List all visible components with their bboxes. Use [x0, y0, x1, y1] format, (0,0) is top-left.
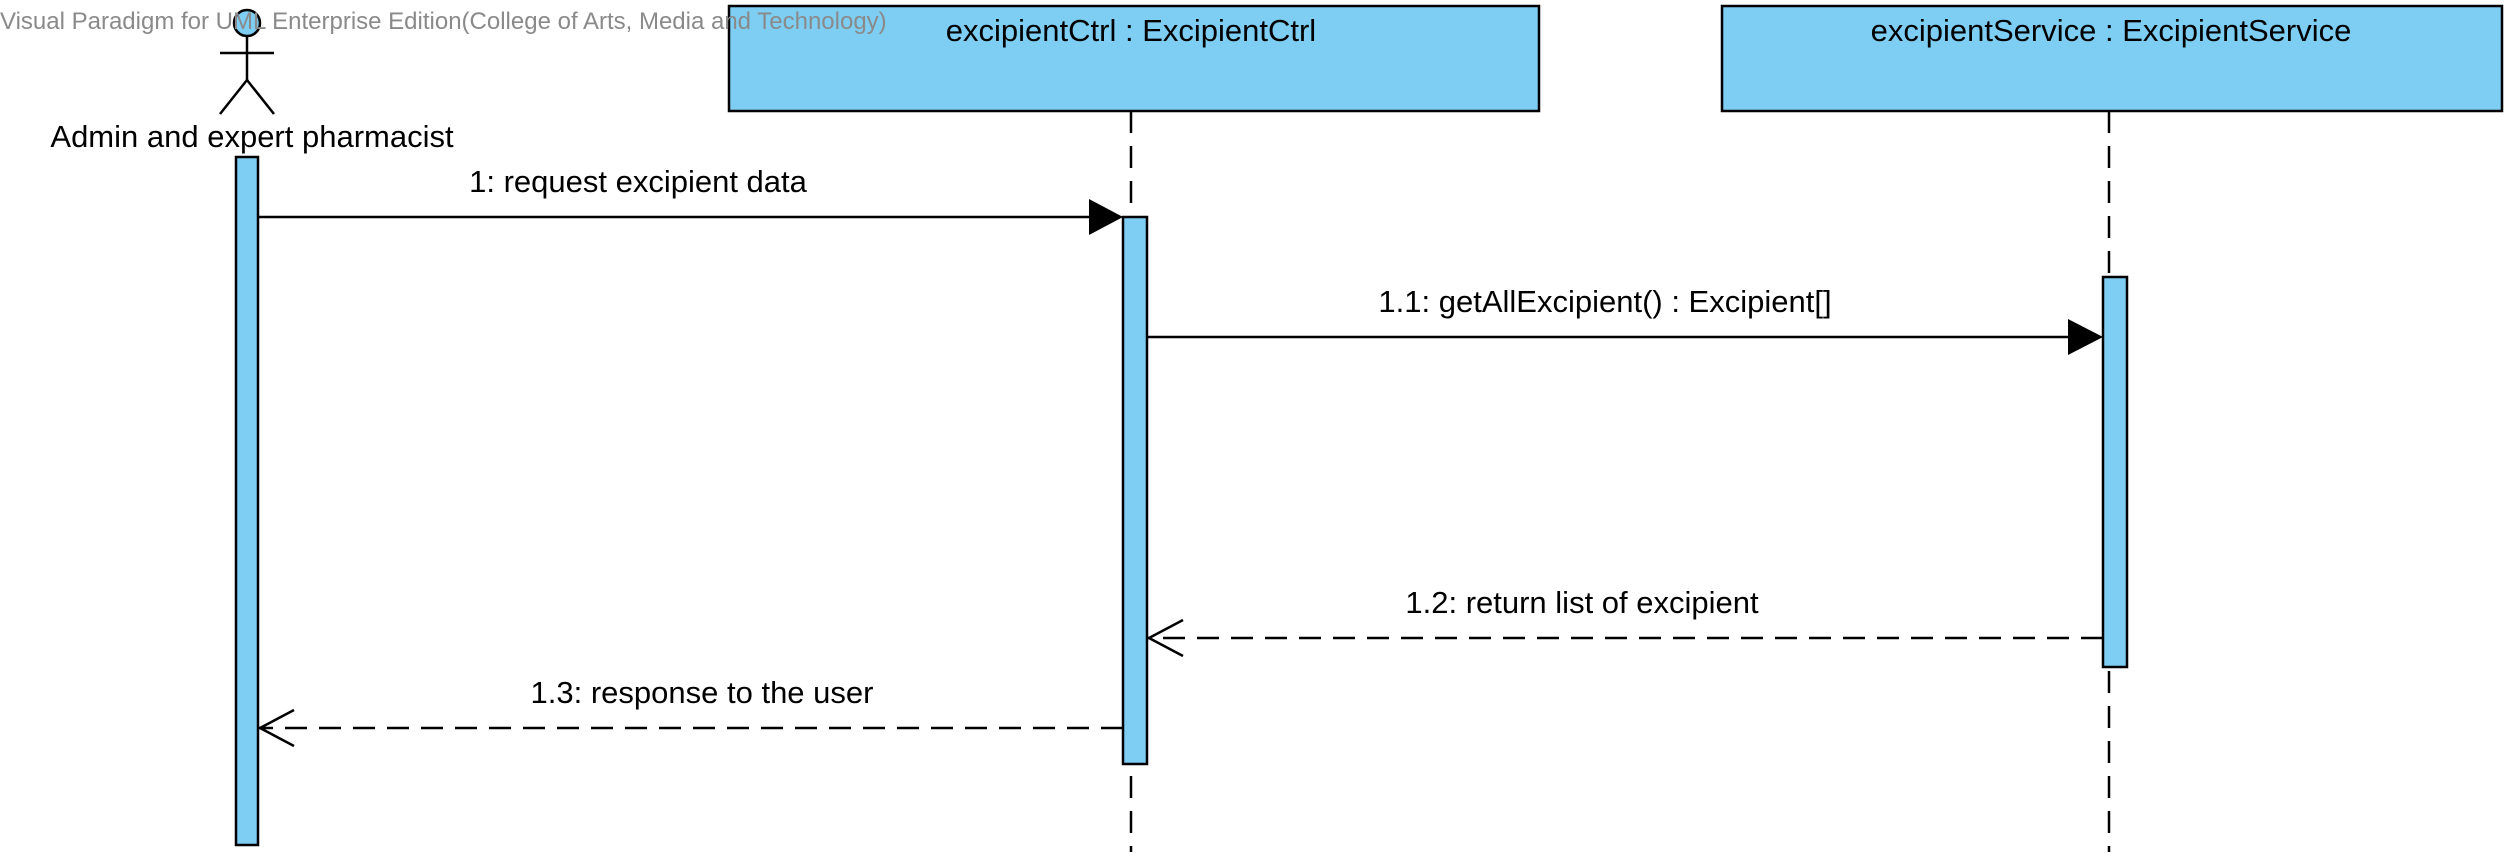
message-1-2[interactable]: 1.2: return list of excipient [1146, 585, 2103, 658]
message-1-3-label: 1.3: response to the user [531, 675, 874, 710]
message-1-arrowhead-icon [1089, 199, 1123, 235]
message-1-3-arrowhead-icon [257, 708, 295, 748]
message-1-2-label: 1.2: return list of excipient [1405, 585, 1759, 620]
message-1-2-arrowhead-icon [1146, 618, 1184, 658]
lifeline-ctrl-box[interactable] [727, 4, 1541, 113]
actor-name: Admin and expert pharmacist [50, 119, 454, 154]
message-1-label: 1: request excipient data [469, 164, 808, 199]
message-1[interactable]: 1: request excipient data [258, 164, 1123, 235]
lifeline-service-label: excipientService : ExcipientService [1871, 13, 2352, 48]
actor-leg-left [219, 79, 248, 115]
message-1-1[interactable]: 1.1: getAllExcipient() : Excipient[] [1147, 284, 2103, 355]
activation-ctrl [1121, 215, 1149, 766]
actor-leg-right [246, 79, 275, 115]
lifeline-ctrl-label: excipientCtrl : ExcipientCtrl [946, 13, 1316, 48]
watermark-text: Visual Paradigm for UML Enterprise Editi… [0, 8, 887, 35]
lifeline-service-box[interactable] [1720, 4, 2504, 113]
lifeline-ctrl[interactable]: excipientCtrl : ExcipientCtrl [727, 4, 1541, 113]
activation-actor [234, 155, 260, 847]
lifeline-service[interactable]: excipientService : ExcipientService [1720, 4, 2504, 113]
message-1-3[interactable]: 1.3: response to the user [257, 675, 1123, 748]
message-1-1-label: 1.1: getAllExcipient() : Excipient[] [1378, 284, 1831, 319]
message-1-1-arrowhead-icon [2068, 319, 2103, 355]
activation-service [2101, 275, 2129, 669]
actor-stick-figure-icon[interactable] [219, 8, 275, 115]
